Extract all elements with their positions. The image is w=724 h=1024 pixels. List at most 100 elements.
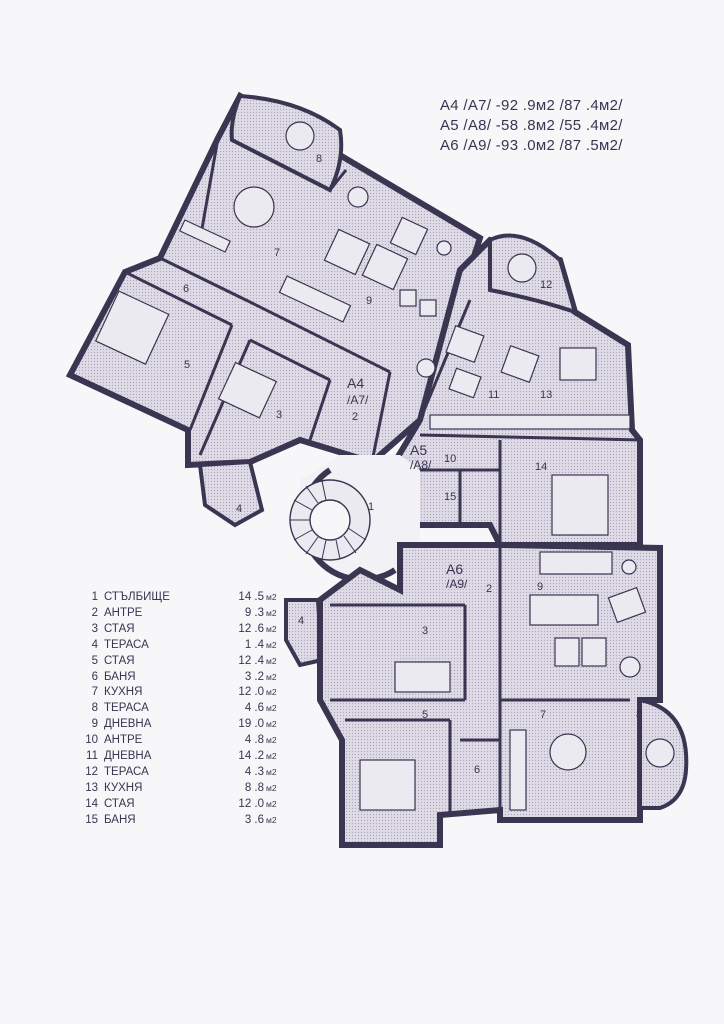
legend-num: 12 xyxy=(85,765,98,778)
legend-unit: м2 xyxy=(266,766,277,777)
apt-a5-sub: /A8/ xyxy=(410,458,432,472)
legend-name: БАНЯ xyxy=(104,670,136,683)
legend-num: 6 xyxy=(91,670,98,683)
legend-num: 14 xyxy=(85,797,98,810)
room-label-15: 15 xyxy=(444,491,456,503)
legend-area: 12 .0 xyxy=(238,797,264,810)
legend-num: 4 xyxy=(91,638,98,651)
legend-name: ТЕРАСА xyxy=(104,702,149,715)
room-label-1: 1 xyxy=(368,501,374,513)
legend-area: 4 .6 xyxy=(244,702,264,715)
legend-unit: м2 xyxy=(266,782,277,793)
apartment-a5-outline xyxy=(386,236,643,548)
apt-a4-sub: /A7/ xyxy=(347,393,369,407)
legend-area: 19 .0 xyxy=(238,718,264,731)
room-label-14: 14 xyxy=(535,461,547,473)
legend-unit: м2 xyxy=(266,671,277,682)
terrace-4-lower xyxy=(284,598,325,668)
legend-num: 7 xyxy=(91,686,98,699)
terrace-4-upper xyxy=(197,459,265,528)
legend-area: 1 .4 xyxy=(244,638,264,651)
legend-unit: м2 xyxy=(266,592,277,602)
legend-name: ТЕРАСА xyxy=(104,638,149,651)
apt-a6-sub: /A9/ xyxy=(446,577,468,591)
legend-unit: м2 xyxy=(266,639,277,650)
room-label-3b: 3 xyxy=(422,625,428,637)
room-label-2b: 2 xyxy=(486,583,492,595)
legend-unit: м2 xyxy=(266,607,277,618)
legend-name: АНТРЕ xyxy=(104,734,143,747)
room-label-5a: 5 xyxy=(184,359,190,371)
room-label-7a: 7 xyxy=(274,247,280,259)
legend-unit: м2 xyxy=(266,703,277,714)
legend-name: БАНЯ xyxy=(104,813,136,826)
apartment-a6-outline xyxy=(317,542,663,848)
room-label-4b: 4 xyxy=(298,615,304,627)
legend-num: 11 xyxy=(86,750,98,763)
room-label-4a: 4 xyxy=(236,503,242,515)
room-label-8a: 8 xyxy=(316,153,322,165)
legend-name: СТАЯ xyxy=(104,797,135,810)
legend-unit: м2 xyxy=(266,814,277,825)
legend-unit: м2 xyxy=(266,798,277,809)
legend-unit: м2 xyxy=(266,735,277,746)
room-label-13: 13 xyxy=(540,389,552,401)
room-label-10: 10 xyxy=(444,453,456,465)
apt-a6-name: A6 xyxy=(446,561,463,577)
legend-area: 14 .2 xyxy=(238,750,264,763)
legend-name: АНТРЕ xyxy=(104,606,143,619)
legend-num: 10 xyxy=(85,734,98,747)
legend-unit: м2 xyxy=(266,655,277,666)
legend-name: СТЪЛБИЩЕ xyxy=(104,591,170,603)
apartment-a4-outline xyxy=(65,91,484,469)
legend-area: 9 .3 xyxy=(244,606,264,619)
legend-area: 8 .8 xyxy=(244,781,264,794)
legend-name: ТЕРАСА xyxy=(104,765,149,778)
room-label-9a: 9 xyxy=(366,295,372,307)
room-label-6b: 6 xyxy=(474,764,480,776)
room-label-6a: 6 xyxy=(183,283,189,295)
legend-unit: м2 xyxy=(266,719,277,730)
legend-unit: м2 xyxy=(266,751,277,762)
area-summary: A4 /A7/ -92 .9м2 /87 .4м2/ A5 /A8/ -58 .… xyxy=(440,96,710,156)
legend-num: 3 xyxy=(91,622,98,635)
summary-line-a6: A6 /A9/ -93 .0м2 /87 .5м2/ xyxy=(440,137,623,154)
legend-name: ДНЕВНА xyxy=(104,750,152,763)
room-label-3a: 3 xyxy=(276,409,282,421)
legend-area: 14 .5 xyxy=(238,591,264,603)
legend-name: КУХНЯ xyxy=(104,781,143,794)
legend-area: 4 .3 xyxy=(244,765,264,778)
room-label-11: 11 xyxy=(488,389,499,401)
room-label-5b: 5 xyxy=(422,709,428,721)
legend-name: КУХНЯ xyxy=(104,686,143,699)
terrace-8-top xyxy=(229,93,344,193)
legend-area: 12 .0 xyxy=(238,686,264,699)
legend-num: 2 xyxy=(91,606,98,619)
legend-num: 1 xyxy=(91,591,98,603)
summary-line-a5: A5 /A8/ -58 .8м2 /55 .4м2/ xyxy=(440,117,623,134)
legend-num: 9 xyxy=(91,718,98,731)
legend-num: 5 xyxy=(91,654,98,667)
room-labels: 1 2 2 3 3 4 4 5 5 6 6 7 7 8 8 9 9 10 11 … xyxy=(183,153,642,776)
room-label-7b: 7 xyxy=(540,709,546,721)
legend-area: 3 .2 xyxy=(244,670,264,683)
legend-area: 3 .6 xyxy=(244,813,264,826)
legend-num: 13 xyxy=(85,781,98,794)
apt-a4-name: A4 xyxy=(347,375,364,391)
summary-line-a4: A4 /A7/ -92 .9м2 /87 .4м2/ xyxy=(440,97,623,114)
apt-a5-name: A5 xyxy=(410,442,427,458)
